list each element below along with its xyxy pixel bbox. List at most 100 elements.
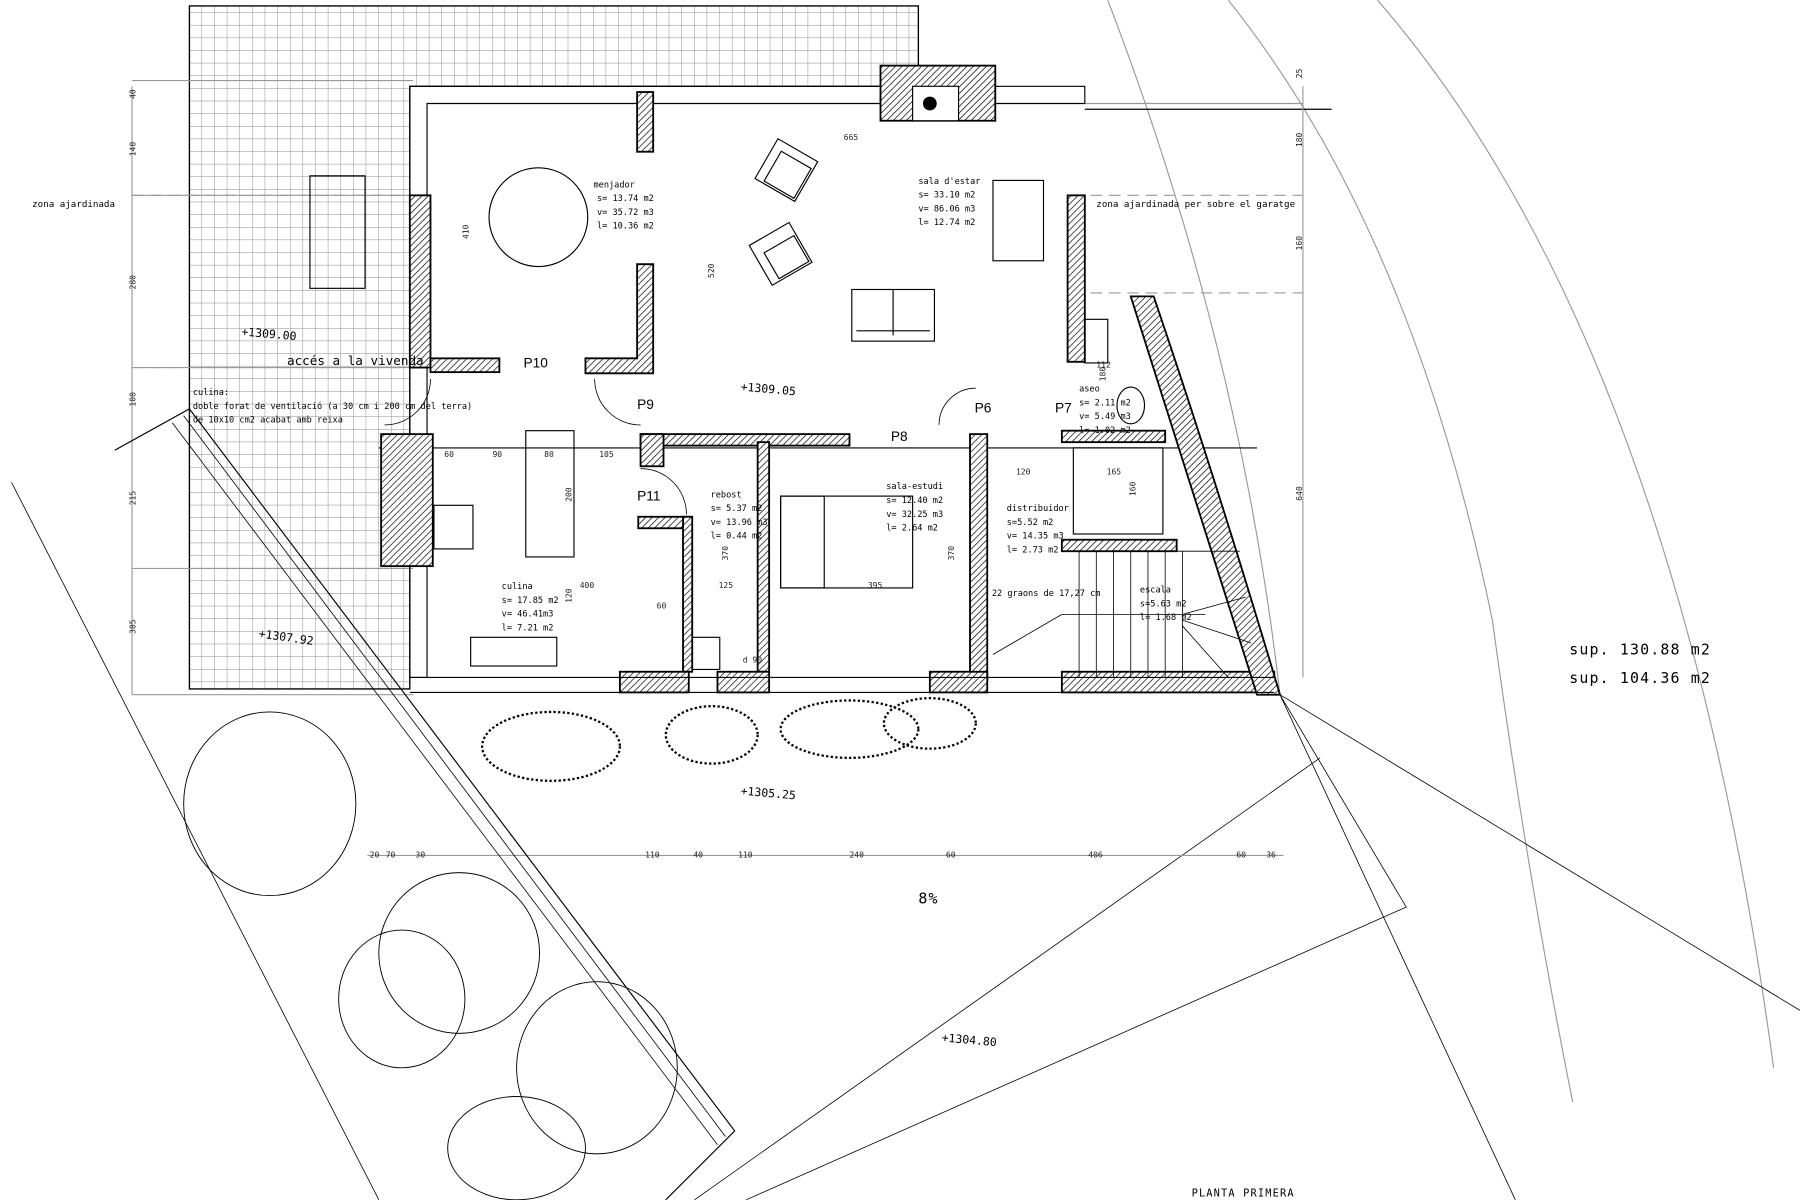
level-mark: +1309.05 (740, 380, 796, 399)
label-garden-garage: zona ajardinada per sobre el garatge (1096, 199, 1295, 210)
svg-text:v= 46.41m3: v= 46.41m3 (502, 610, 554, 620)
room-culina: culina s= 17.85 m2 v= 46.41m3 l= 7.21 m2 (502, 582, 559, 633)
svg-text:distribuidor: distribuidor (1007, 504, 1069, 514)
terrace-tiles (188, 5, 920, 690)
room-rebost: rebost s= 5.37 m2 v= 13.96 m3 l= 0.44 m2 (711, 490, 768, 541)
svg-text:s= 33.10 m2: s= 33.10 m2 (918, 191, 975, 201)
svg-text:l= 0.44 m2: l= 0.44 m2 (711, 532, 763, 542)
svg-text:escala: escala (1140, 586, 1171, 596)
svg-text:v= 14.35 m3: v= 14.35 m3 (1007, 532, 1064, 542)
vegetation (183, 697, 977, 1200)
svg-text:v= 35.72 m3: v= 35.72 m3 (597, 208, 654, 218)
svg-text:60: 60 (946, 851, 956, 860)
door-p7: P7 (1055, 400, 1072, 415)
svg-text:40: 40 (693, 851, 703, 860)
svg-text:60: 60 (444, 450, 454, 459)
svg-text:140: 140 (128, 142, 137, 157)
svg-text:180: 180 (1098, 367, 1107, 382)
svg-text:400: 400 (580, 581, 595, 590)
svg-text:120: 120 (565, 588, 574, 603)
furniture (309, 137, 1164, 671)
svg-text:410: 410 (461, 224, 470, 239)
plan-title: PLANTA PRIMERA (1192, 1187, 1295, 1199)
svg-text:370: 370 (721, 546, 730, 561)
svg-text:90: 90 (492, 450, 502, 459)
dimensions-bottom: 20 70 30 110 40 110 240 60 406 60 36 (370, 851, 1276, 860)
svg-text:s=5.52 m2: s=5.52 m2 (1007, 518, 1054, 528)
svg-text:s= 2.11 m2: s= 2.11 m2 (1079, 398, 1131, 408)
level-mark: +1309.00 (241, 324, 297, 343)
svg-text:s= 5.37 m2: s= 5.37 m2 (711, 504, 763, 514)
svg-text:395: 395 (868, 581, 883, 590)
svg-text:l= 10.36 m2: l= 10.36 m2 (597, 222, 654, 232)
svg-text:36: 36 (1266, 851, 1276, 860)
surface-total-1: sup. 130.88 m2 (1569, 641, 1711, 659)
svg-text:v= 32.25 m3: v= 32.25 m3 (886, 510, 943, 520)
svg-text:s= 17.85 m2: s= 17.85 m2 (502, 596, 559, 606)
dimensions-inner: 665 520 410 60 90 80 105 200 400 120 60 … (444, 133, 1137, 664)
svg-text:100: 100 (128, 392, 137, 407)
svg-text:160: 160 (1295, 236, 1304, 251)
door-p8: P8 (891, 429, 908, 444)
svg-text:520: 520 (707, 263, 716, 278)
door-p6: P6 (975, 400, 992, 415)
svg-text:l= 1.02 m2: l= 1.02 m2 (1079, 426, 1131, 436)
svg-text:215: 215 (128, 491, 137, 506)
slope-label: 8% (918, 890, 938, 908)
svg-text:l= 2.64 m2: l= 2.64 m2 (886, 524, 938, 534)
ramp (11, 408, 736, 1200)
door-p9: P9 (637, 397, 654, 412)
svg-text:110: 110 (738, 851, 753, 860)
door-p11: P11 (637, 489, 660, 504)
svg-text:110: 110 (645, 851, 660, 860)
svg-text:25: 25 (1295, 68, 1304, 78)
svg-text:640: 640 (1295, 486, 1304, 501)
kitchen-note-2: doble forat de ventilació (a 30 cm i 200… (193, 401, 472, 412)
room-aseo: aseo s= 2.11 m2 v= 5.49 m3 l= 1.02 m2 (1079, 385, 1131, 436)
svg-text:v= 5.49 m3: v= 5.49 m3 (1079, 412, 1131, 422)
site-lines (131, 0, 1800, 1200)
surface-total-2: sup. 104.36 m2 (1569, 669, 1711, 687)
room-distribuidor: distribuidor s=5.52 m2 v= 14.35 m3 l= 2.73 … (1007, 504, 1069, 555)
svg-text:70: 70 (386, 851, 396, 860)
level-mark: +1305.25 (740, 784, 796, 803)
kitchen-note-3: de 10x10 cm2 acabat amb reixa (193, 416, 343, 426)
svg-text:305: 305 (128, 619, 137, 634)
dimensions-right: 25 180 160 640 (1295, 68, 1304, 500)
door-p10: P10 (523, 356, 548, 371)
svg-text:112: 112 (1096, 361, 1111, 370)
svg-text:s= 13.74 m2: s= 13.74 m2 (597, 194, 654, 204)
svg-text:180: 180 (1295, 132, 1304, 147)
door-arcs (384, 379, 976, 515)
svg-text:120: 120 (1016, 467, 1031, 476)
walls (380, 64, 1282, 696)
level-mark: +1304.80 (941, 1030, 997, 1049)
svg-text:160: 160 (1128, 481, 1137, 496)
svg-text:culina: culina (502, 582, 533, 592)
svg-text:d 90: d 90 (743, 656, 762, 665)
svg-text:s=5.63 m2: s=5.63 m2 (1140, 599, 1187, 609)
svg-text:20: 20 (370, 851, 380, 860)
kitchen-note-1: culina: (193, 388, 229, 398)
svg-text:l= 2.73 m2: l= 2.73 m2 (1007, 545, 1059, 555)
svg-text:30: 30 (416, 851, 426, 860)
svg-text:menjador: menjador (593, 180, 634, 190)
svg-text:60: 60 (1236, 851, 1246, 860)
label-stairs: 22 graons de 17,27 cm (992, 589, 1101, 599)
svg-text:370: 370 (947, 546, 956, 561)
svg-text:200: 200 (565, 487, 574, 502)
svg-text:l= 1.68 m2: l= 1.68 m2 (1140, 613, 1192, 623)
room-menjador: menjador s= 13.74 m2 v= 35.72 m3 l= 10.36 m… (593, 180, 653, 231)
room-escala: escala s=5.63 m2 l= 1.68 m2 (1140, 586, 1192, 624)
label-garden: zona ajardinada (32, 199, 115, 210)
svg-text:aseo: aseo (1079, 385, 1100, 395)
svg-text:rebost: rebost (711, 490, 742, 500)
dimensions-left: 40 140 280 100 215 305 (128, 89, 137, 634)
svg-text:v= 13.96 m3: v= 13.96 m3 (711, 518, 768, 528)
svg-text:l= 7.21 m2: l= 7.21 m2 (502, 623, 554, 633)
svg-text:sala d'estar: sala d'estar (918, 177, 980, 187)
svg-text:105: 105 (599, 450, 614, 459)
